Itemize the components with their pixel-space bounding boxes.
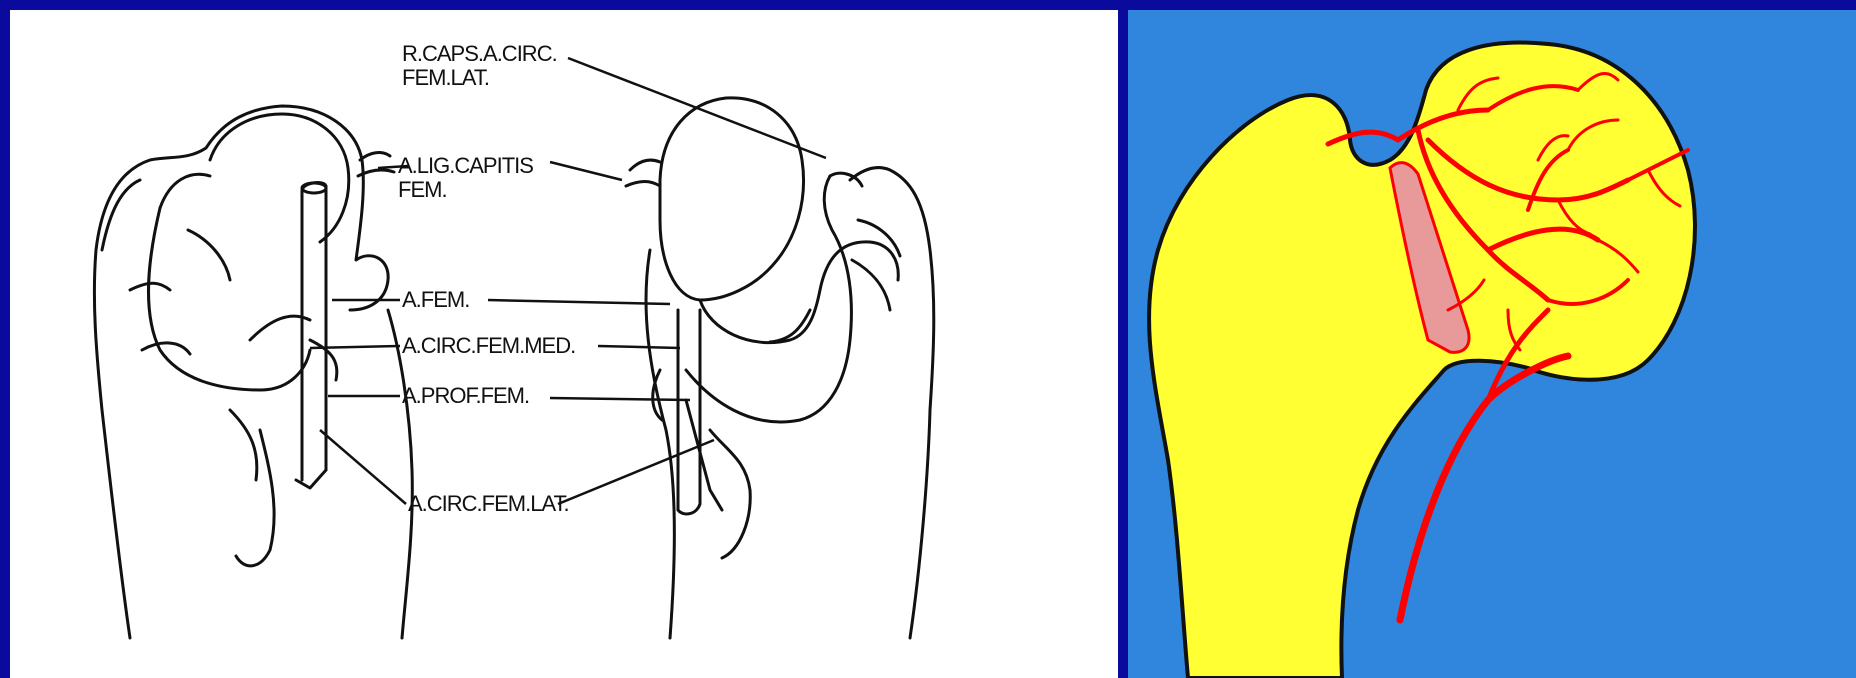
left-shaft-medial <box>388 310 412 638</box>
left-greater-trochanter <box>102 180 140 250</box>
anatomical-line-drawing: R.CAPS.A.CIRC. FEM.LAT. A.LIG.CAPITIS FE… <box>10 10 1118 678</box>
label-a-lig-capitis: A.LIG.CAPITIS FEM. <box>398 154 533 202</box>
right-shaft-lateral <box>646 250 674 638</box>
left-femur-outline <box>94 106 388 638</box>
label-r-caps: R.CAPS.A.CIRC. FEM.LAT. <box>402 42 557 90</box>
colored-illustration <box>1128 10 1856 678</box>
label-a-fem: A.FEM. <box>402 288 469 312</box>
label-a-circ-fem-med: A.CIRC.FEM.MED. <box>402 334 575 358</box>
left-femoral-head <box>210 114 349 242</box>
right-femur-outline <box>850 168 934 638</box>
left-circumflex-branch <box>148 208 310 390</box>
main-artery <box>1400 356 1568 620</box>
left-femoral-artery <box>302 183 326 480</box>
label-a-prof-fem: A.PROF.FEM. <box>402 384 529 408</box>
femoral-head-illustration <box>1128 10 1856 678</box>
label-a-circ-fem-lat: A.CIRC.FEM.LAT. <box>408 492 569 516</box>
right-femoral-head <box>660 98 804 300</box>
